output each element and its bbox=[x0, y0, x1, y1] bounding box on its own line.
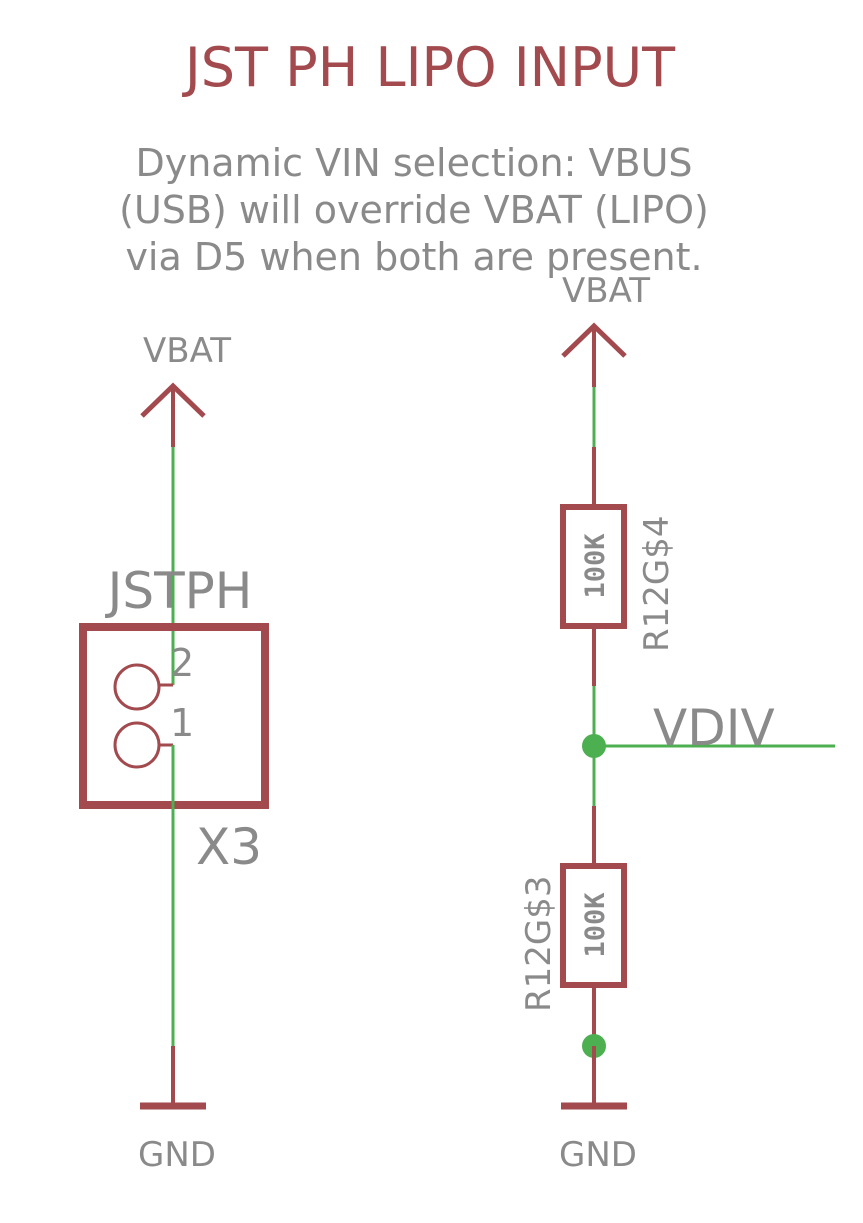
pin1-number: 1 bbox=[170, 701, 194, 745]
r3-name: R12G$3 bbox=[519, 876, 559, 1013]
r4-value: 100K bbox=[580, 533, 611, 599]
r4-name: R12G$4 bbox=[637, 516, 677, 653]
gnd-label-right: GND bbox=[559, 1135, 637, 1175]
gnd-supply-right: GND bbox=[559, 1046, 637, 1175]
r3-value: 100K bbox=[580, 892, 611, 958]
connector-value-label: JSTPH bbox=[105, 562, 253, 620]
gnd-label-left: GND bbox=[138, 1135, 216, 1175]
connector-name-label: X3 bbox=[196, 818, 262, 876]
note-line-3: via D5 when both are present. bbox=[125, 235, 702, 279]
note-line-2: (USB) will override VBAT (LIPO) bbox=[119, 188, 709, 232]
vdiv-net-label: VDIV bbox=[653, 699, 775, 757]
pin2-circle bbox=[113, 663, 161, 711]
vdiv-junction bbox=[582, 734, 606, 758]
vbat-label-right: VBAT bbox=[562, 271, 650, 311]
gnd-supply-left: GND bbox=[138, 1046, 216, 1175]
note-line-1: Dynamic VIN selection: VBUS bbox=[135, 141, 692, 185]
resistor-r12g3: 100K R12G$3 bbox=[519, 806, 627, 1046]
vbat-label-left: VBAT bbox=[143, 331, 231, 371]
design-note: Dynamic VIN selection: VBUS (USB) will o… bbox=[119, 141, 709, 279]
pin1-circle bbox=[113, 721, 161, 769]
pin2-number: 2 bbox=[170, 641, 194, 685]
resistor-r12g4: 100K R12G$4 bbox=[560, 447, 677, 686]
sheet-title: JST PH LIPO INPUT bbox=[182, 36, 676, 99]
vbat-supply-left: VBAT bbox=[140, 331, 231, 447]
vbat-supply-right: VBAT bbox=[561, 271, 650, 387]
